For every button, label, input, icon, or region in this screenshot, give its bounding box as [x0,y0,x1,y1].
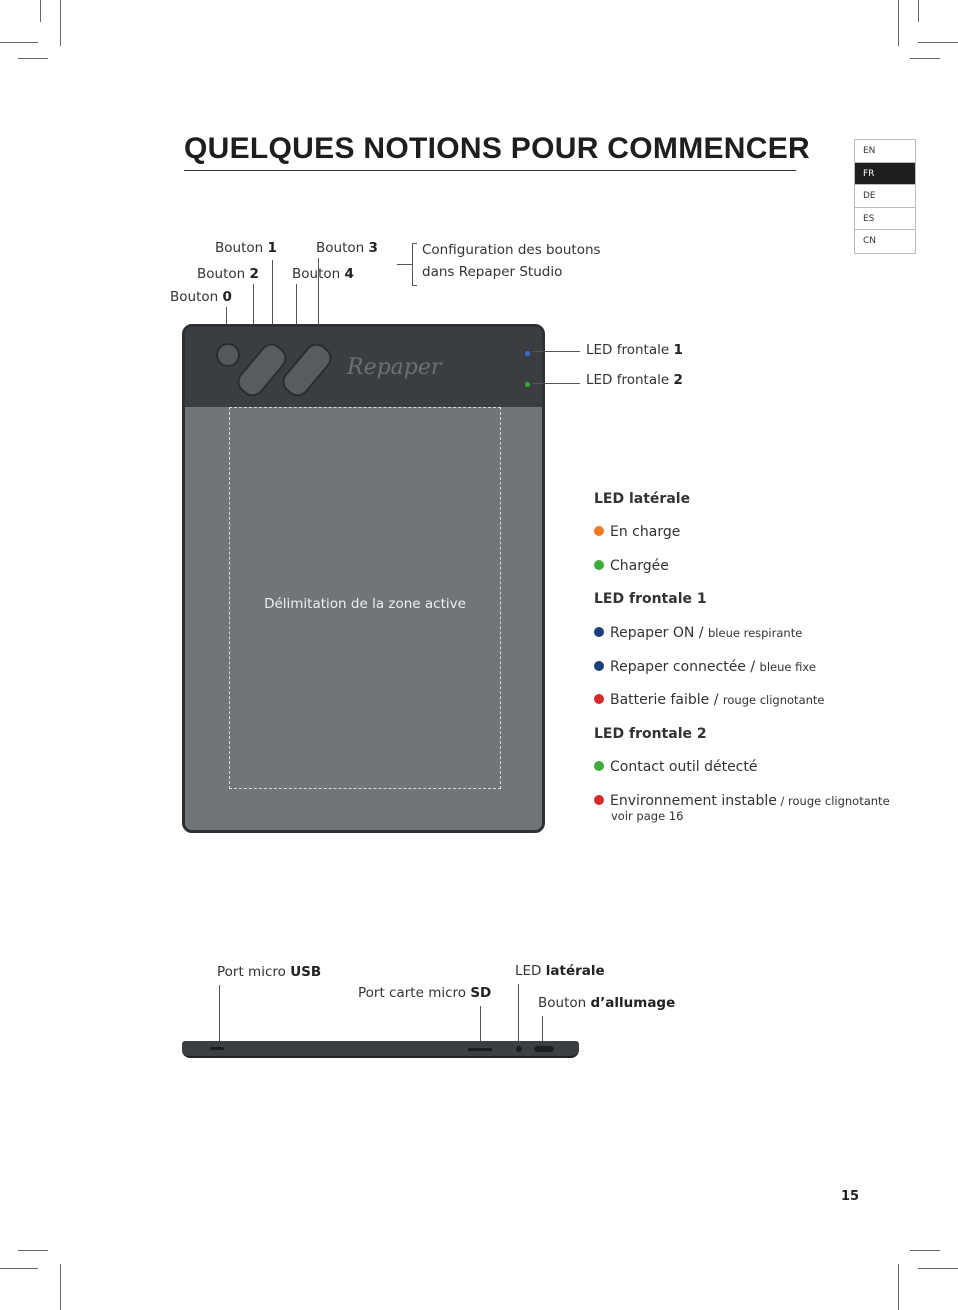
crop-mark [40,0,41,22]
usb-port [210,1047,224,1050]
leader-line-button-1 [272,260,273,348]
crop-mark [18,58,48,59]
legend-item-repaper-on: Repaper ON / bleue respirante [594,625,802,641]
legend-page-reference: voir page 16 [611,809,684,823]
leader-line-usb [219,985,220,1041]
label-front-led-1: LED frontale 1 [586,342,683,358]
label-micro-usb: Port micro USB [217,964,322,980]
crop-mark [60,0,61,46]
bracket-line [412,243,413,285]
leader-line-power [542,1016,543,1044]
page-title: QUELQUES NOTIONS POUR COMMENCER [184,132,810,165]
crop-mark [918,42,958,43]
label-power-button: Bouton d’allumage [538,995,676,1011]
legend-front-led-2-title: LED frontale 2 [594,726,707,742]
tablet-button-0 [216,343,240,367]
side-led [516,1046,522,1052]
legend-item-tool-contact: Contact outil détecté [594,759,757,775]
legend-item-charged: Chargée [594,558,669,574]
tablet-side-view [182,1041,579,1058]
legend-front-led-1-title: LED frontale 1 [594,591,707,607]
tab-fr[interactable]: FR [855,162,915,185]
leader-line-button-3 [318,258,319,350]
legend-item-low-battery: Batterie faible / rouge clignotante [594,692,825,708]
sd-slot [468,1048,492,1051]
legend-item-connected: Repaper connectée / bleue fixe [594,659,816,675]
status-dot-orange [594,526,604,536]
repaper-logo: Repaper [347,355,442,380]
bracket-line [412,285,417,286]
config-note-line2: dans Repaper Studio [422,264,563,280]
crop-mark [60,1264,61,1310]
status-dot-green [594,761,604,771]
label-button-2: Bouton 2 [197,266,259,282]
label-button-3: Bouton 3 [316,240,378,256]
active-zone-boundary: Délimitation de la zone active [229,407,501,789]
tablet-illustration: Repaper Délimitation de la zone active [182,324,545,833]
crop-mark [918,1268,958,1269]
crop-mark [0,42,38,43]
label-front-led-2: LED frontale 2 [586,372,683,388]
status-dot-red [594,694,604,704]
label-button-0: Bouton 0 [170,289,232,305]
leader-line-sd [480,1006,481,1044]
legend-item-charging: En charge [594,524,680,540]
language-tabs: EN FR DE ES CN [854,139,916,254]
label-button-1: Bouton 1 [215,240,277,256]
crop-mark [18,1250,48,1251]
bracket-line [397,264,413,265]
legend-side-led-title: LED latérale [594,491,691,507]
config-note-line1: Configuration des boutons [422,242,601,258]
active-zone-label: Délimitation de la zone active [264,596,466,612]
power-button [534,1046,554,1052]
legend-item-unstable-env: Environnement instable / rouge clignotan… [594,793,890,809]
tab-cn[interactable]: CN [863,236,877,246]
crop-mark [898,1264,899,1310]
tab-es[interactable]: ES [855,208,915,230]
leader-line-led-1 [532,351,580,352]
crop-mark [910,58,940,59]
front-led-1-dot [525,351,530,356]
crop-mark [910,1250,940,1251]
status-dot-blue [594,661,604,671]
label-button-4: Bouton 4 [292,266,354,282]
crop-mark [0,1268,38,1269]
label-side-led: LED latérale [515,963,605,979]
page-number: 15 [841,1189,860,1204]
crop-mark [918,0,919,22]
bracket-line [412,243,417,244]
tab-en[interactable]: EN [855,140,915,163]
leader-line-side-led [518,984,519,1044]
leader-line-led-2 [532,383,580,384]
label-micro-sd: Port carte micro SD [358,985,492,1001]
front-led-2-dot [525,382,530,387]
status-dot-red [594,795,604,805]
crop-mark [898,0,899,46]
tab-de[interactable]: DE [855,185,915,208]
status-dot-blue [594,627,604,637]
status-dot-green [594,560,604,570]
title-divider [184,170,796,171]
